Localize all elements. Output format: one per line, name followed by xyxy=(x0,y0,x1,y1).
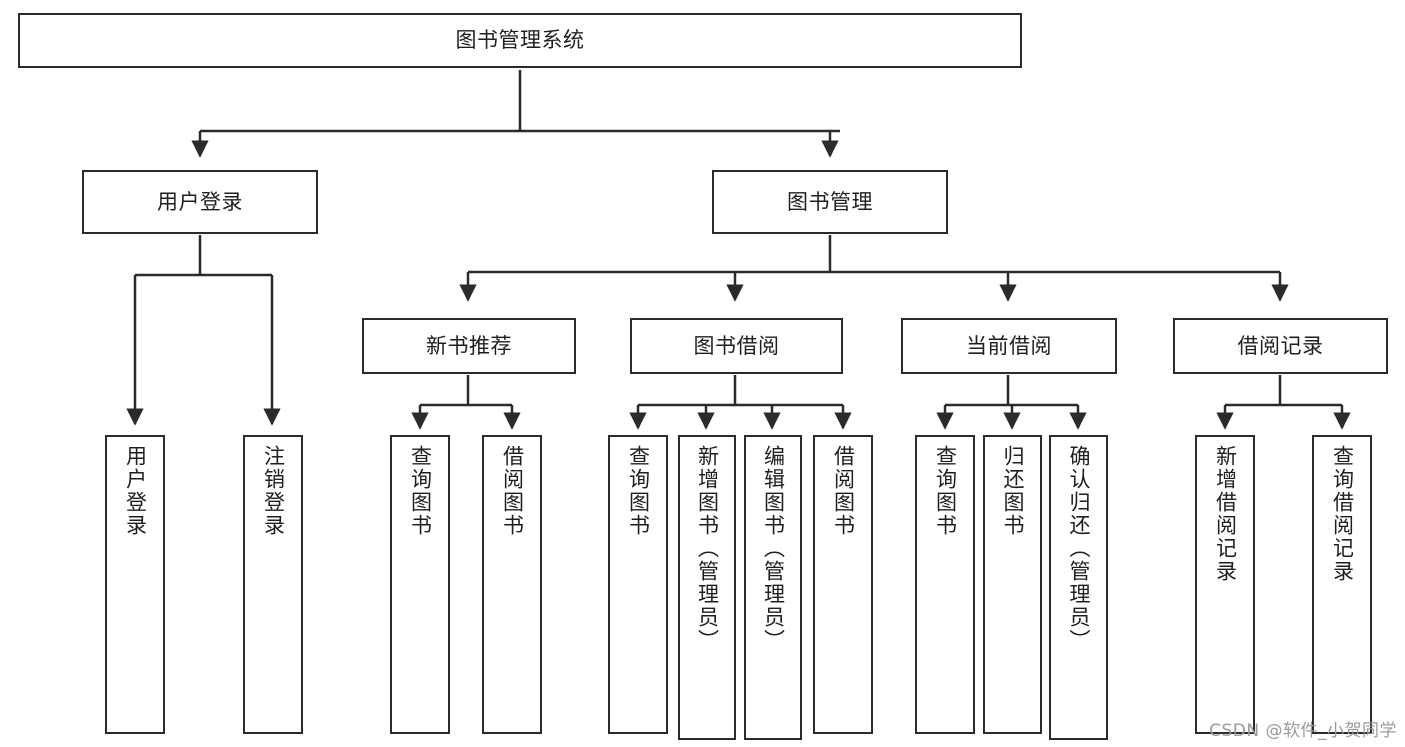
node-book-manage[interactable]: 图书管理 xyxy=(712,170,948,234)
node-root-label: 图书管理系统 xyxy=(455,28,585,53)
leaf-user-login-label: 用户登录 xyxy=(123,445,148,537)
leaf-borrow-book-1-label: 借阅图书 xyxy=(500,445,525,537)
node-current-borrow[interactable]: 当前借阅 xyxy=(901,318,1117,374)
leaf-logout-label: 注销登录 xyxy=(261,445,286,537)
leaf-confirm-return[interactable]: 确认归还（管理员） xyxy=(1049,435,1108,740)
leaf-edit-book[interactable]: 编辑图书（管理员） xyxy=(744,435,802,740)
leaf-query-book-3-label: 查询图书 xyxy=(933,445,958,537)
leaf-add-book-label: 新增图书（管理员） xyxy=(695,445,720,652)
node-root[interactable]: 图书管理系统 xyxy=(18,13,1022,68)
node-book-borrow-label: 图书借阅 xyxy=(693,333,780,358)
node-new-book-recommend[interactable]: 新书推荐 xyxy=(362,318,576,374)
node-book-manage-label: 图书管理 xyxy=(787,189,873,214)
leaf-return-book-label: 归还图书 xyxy=(1001,445,1025,537)
leaf-query-book-3[interactable]: 查询图书 xyxy=(915,435,975,734)
node-user-login-label: 用户登录 xyxy=(157,189,243,214)
leaf-query-record[interactable]: 查询借阅记录 xyxy=(1312,435,1372,734)
leaf-borrow-book-2[interactable]: 借阅图书 xyxy=(813,435,873,734)
leaf-borrow-book-2-label: 借阅图书 xyxy=(831,445,856,537)
leaf-query-book-2-label: 查询图书 xyxy=(626,445,651,537)
node-new-book-recommend-label: 新书推荐 xyxy=(426,333,512,358)
csdn-watermark: CSDN @软件_小贺同学 xyxy=(1209,721,1397,741)
node-user-login[interactable]: 用户登录 xyxy=(82,170,318,234)
leaf-edit-book-label: 编辑图书（管理员） xyxy=(761,445,786,652)
leaf-query-record-label: 查询借阅记录 xyxy=(1330,445,1355,583)
node-borrow-record-label: 借阅记录 xyxy=(1237,333,1324,358)
leaf-user-login[interactable]: 用户登录 xyxy=(105,435,165,734)
leaf-logout[interactable]: 注销登录 xyxy=(243,435,303,734)
leaf-query-book-2[interactable]: 查询图书 xyxy=(608,435,668,734)
leaf-return-book[interactable]: 归还图书 xyxy=(983,435,1042,734)
leaf-query-book-1[interactable]: 查询图书 xyxy=(390,435,450,734)
leaf-borrow-book-1[interactable]: 借阅图书 xyxy=(482,435,542,734)
node-current-borrow-label: 当前借阅 xyxy=(966,333,1052,358)
leaf-add-book[interactable]: 新增图书（管理员） xyxy=(678,435,736,740)
node-borrow-record[interactable]: 借阅记录 xyxy=(1173,318,1388,374)
leaf-add-record[interactable]: 新增借阅记录 xyxy=(1195,435,1255,734)
leaf-add-record-label: 新增借阅记录 xyxy=(1213,445,1238,583)
node-book-borrow[interactable]: 图书借阅 xyxy=(630,318,843,374)
leaf-confirm-return-label: 确认归还（管理员） xyxy=(1067,445,1091,652)
leaf-query-book-1-label: 查询图书 xyxy=(408,445,433,537)
